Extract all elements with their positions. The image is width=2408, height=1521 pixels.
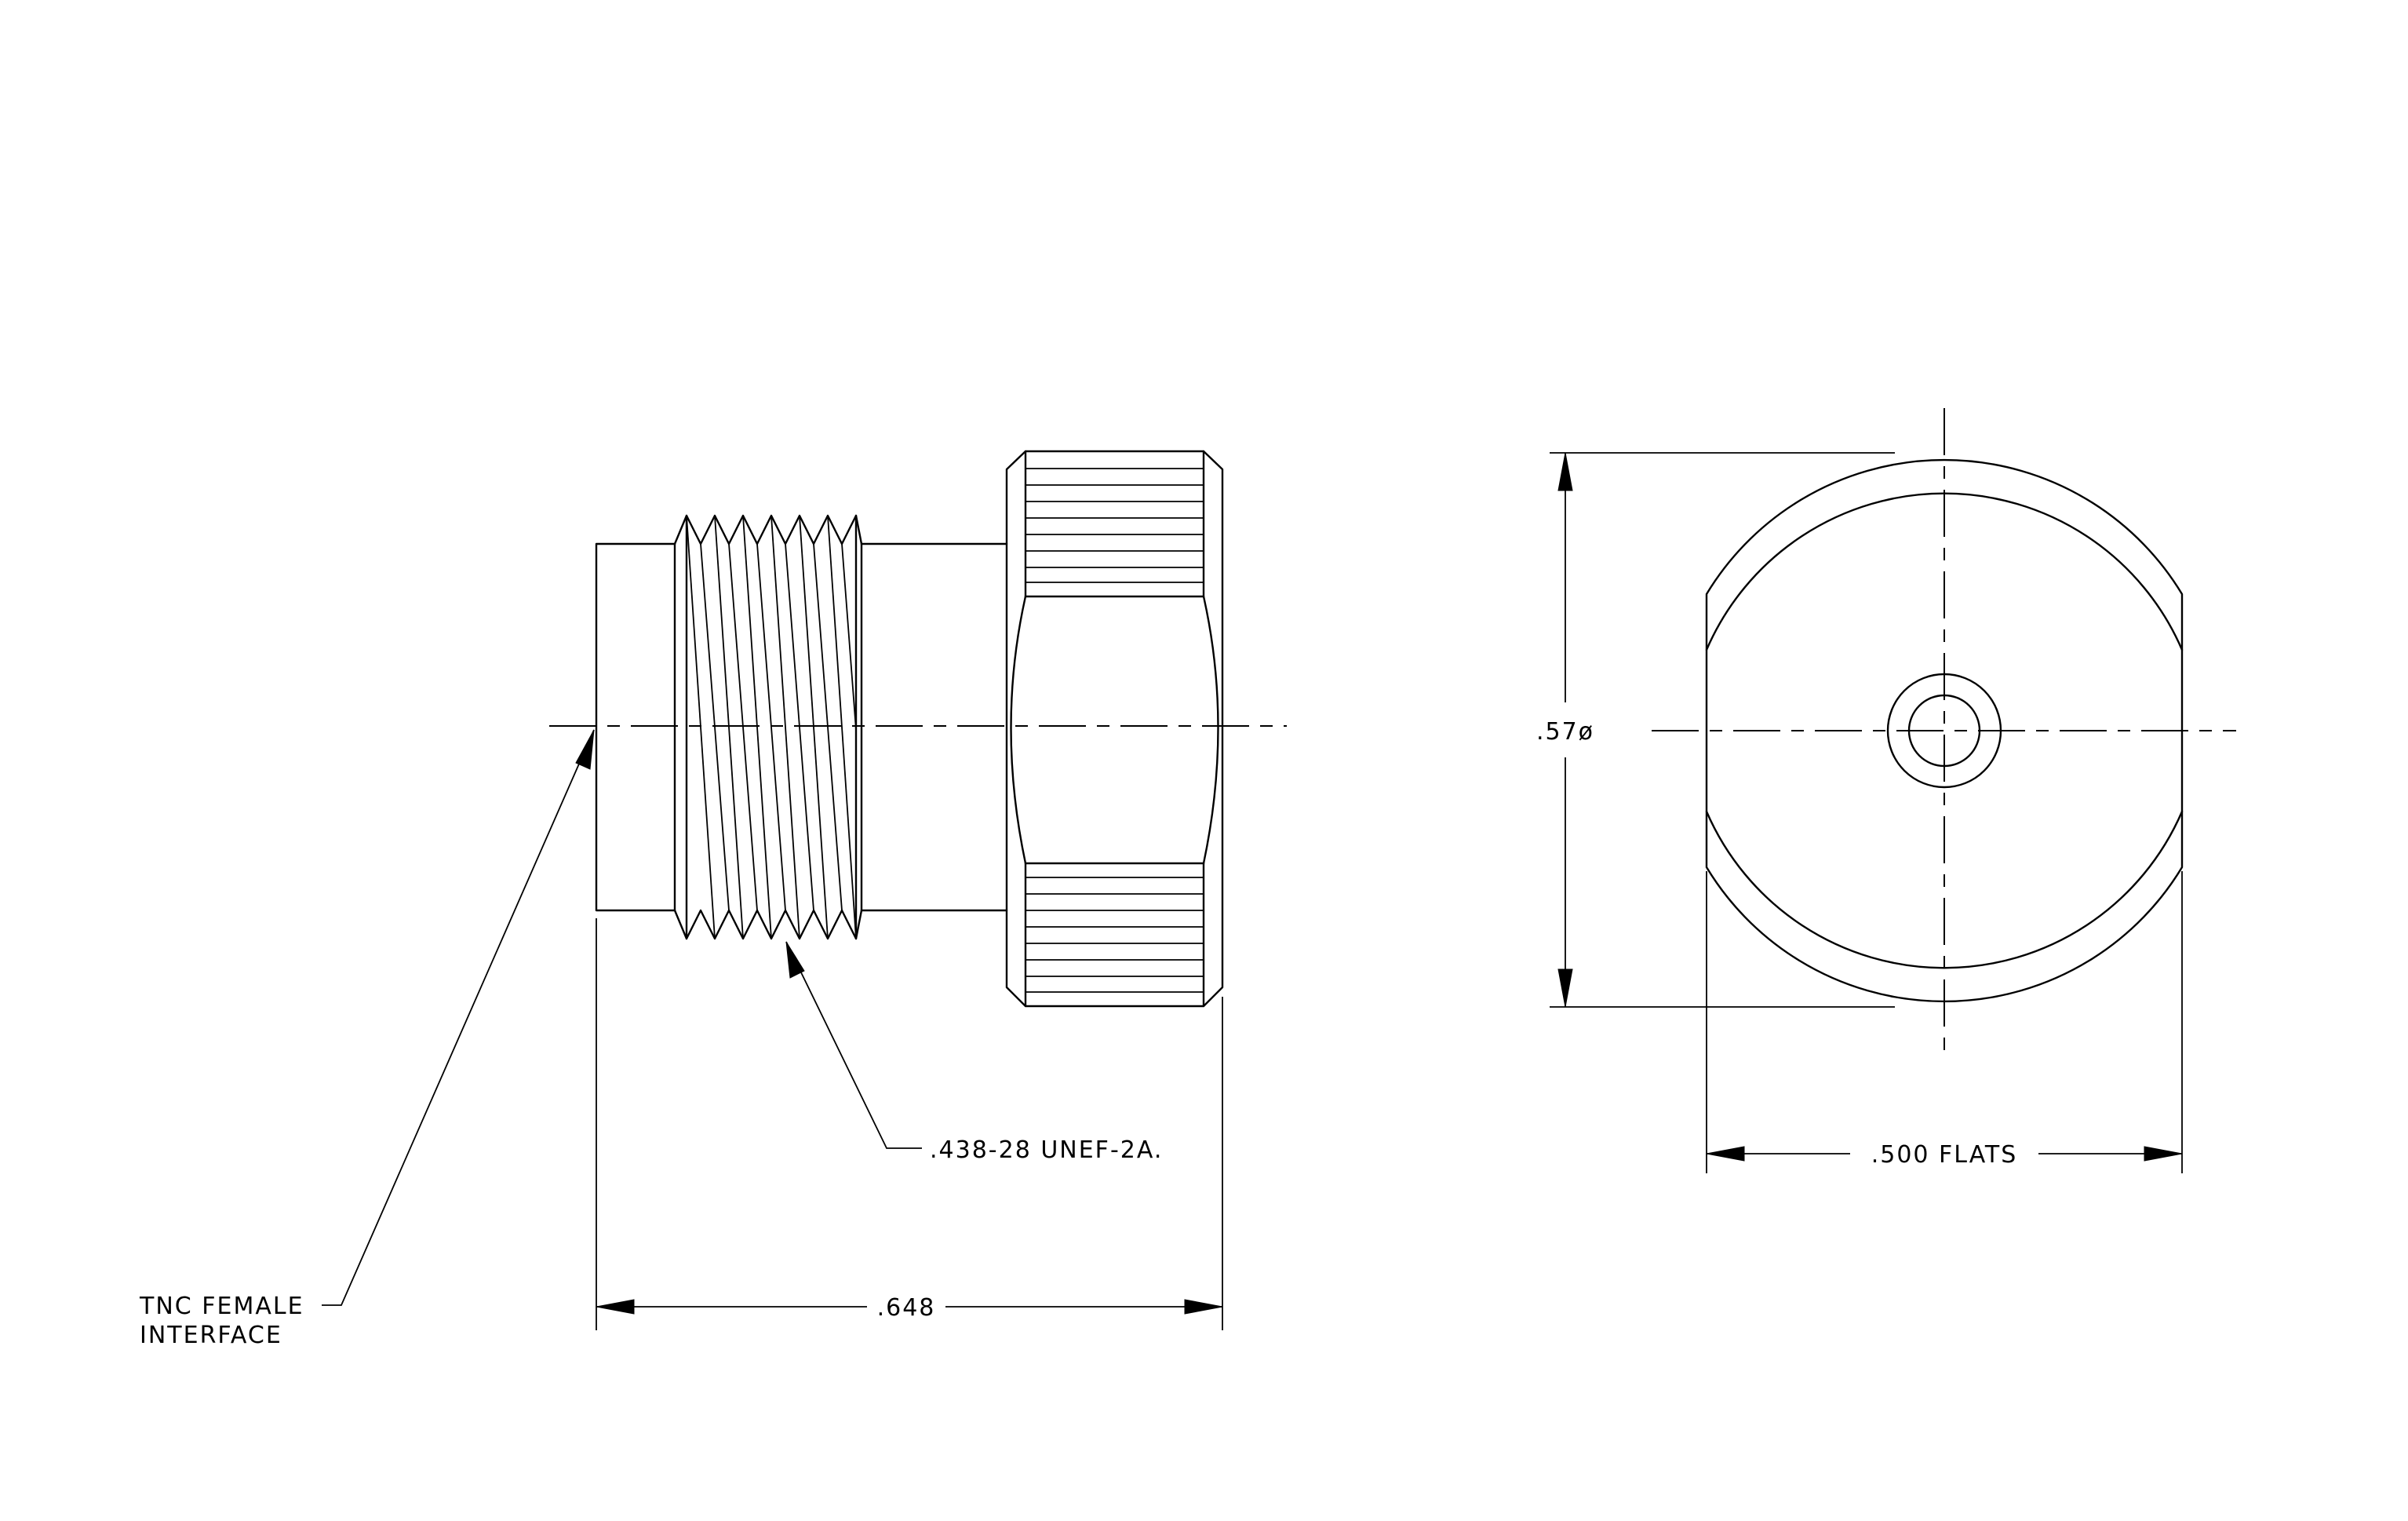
thread-callout: .438-28 UNEF-2A.: [785, 941, 1163, 1164]
thread-spec-label: .438-28 UNEF-2A.: [930, 1136, 1163, 1164]
interface-label-line1: TNC FEMALE: [139, 1293, 304, 1320]
end-view: .57ø .500 FLATS: [1536, 408, 2236, 1173]
thread-top-profile: [673, 514, 863, 545]
end-view-outer-profile: [1705, 458, 2184, 1003]
threaded-section: [673, 514, 863, 940]
interface-callout: TNC FEMALE INTERFACE: [139, 729, 595, 1349]
neck-body: [860, 542, 1008, 912]
knurl-top: [1025, 468, 1204, 583]
flats-dimension: .500 FLATS: [1706, 871, 2183, 1173]
knurl-bottom: [1025, 877, 1204, 993]
length-dimension: .648: [596, 918, 1223, 1330]
flats-label: .500 FLATS: [1871, 1141, 2018, 1169]
interface-body: [595, 542, 676, 912]
length-dimension-label: .648: [877, 1294, 936, 1322]
thread-helix-lines: [686, 515, 857, 939]
interface-label-line2: INTERFACE: [140, 1322, 282, 1349]
thread-bottom-profile: [673, 909, 863, 940]
hex-nut: [1005, 450, 1224, 1008]
diameter-dimension: .57ø: [1536, 452, 1895, 1008]
side-view: .648 .438-28 UNEF-2A. TNC FEMALE INTERFA…: [139, 450, 1287, 1349]
diameter-label: .57ø: [1536, 718, 1594, 746]
